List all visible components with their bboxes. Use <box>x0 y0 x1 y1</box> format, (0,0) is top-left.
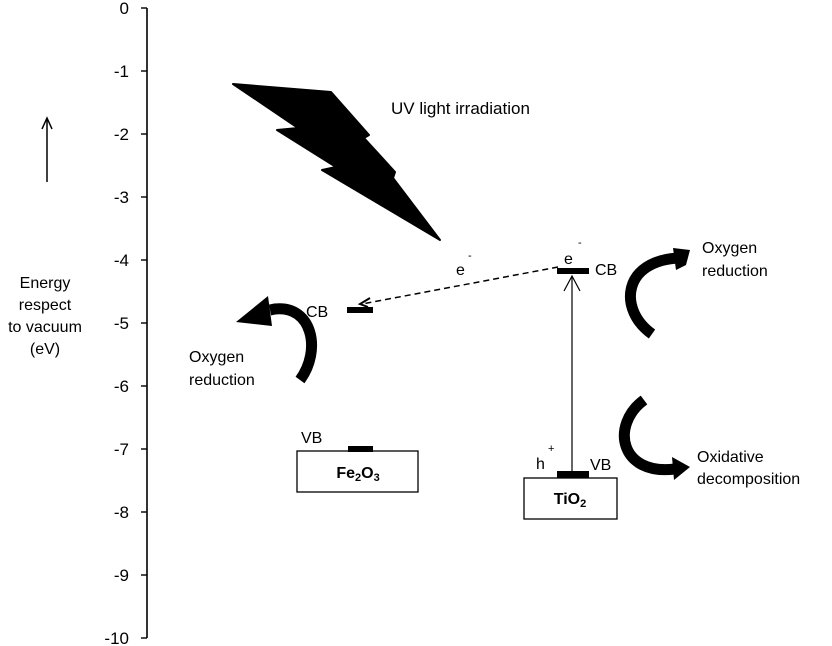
electron-label: e <box>456 262 465 279</box>
left-reduction-label: Oxygen <box>189 349 244 366</box>
axis-tick-label: -8 <box>114 503 129 522</box>
axis-label-line: Energy <box>20 275 71 292</box>
right-reduction-label: reduction <box>702 263 768 280</box>
tio2-vb-label: VB <box>590 457 611 474</box>
axis-label: Energy respect to vacuum (eV) <box>8 275 82 358</box>
hole-label: h <box>536 456 545 473</box>
tio2-name: TiO2 <box>554 491 587 510</box>
tio2-vb-level <box>557 471 589 478</box>
fe2o3-box <box>296 450 419 493</box>
energy-axis: 0 -1 -2 -3 -4 -5 -6 -7 -8 -9 -10 <box>104 0 148 646</box>
axis-label-line: respect <box>19 297 72 314</box>
axis-label-line: (eV) <box>30 341 60 358</box>
electron-superscript: - <box>468 250 472 262</box>
fe2o3-name: Fe2O3 <box>336 465 379 484</box>
up-arrow-icon <box>41 116 53 182</box>
fe2o3-cb-level <box>347 307 373 313</box>
excitation-arrow <box>563 274 581 471</box>
fe2o3-cb-label: CB <box>306 304 328 321</box>
left-reduction-label: reduction <box>189 372 255 389</box>
electron-superscript: - <box>578 237 582 249</box>
axis-tick-label: -4 <box>114 251 129 270</box>
axis-tick-label: -6 <box>114 377 129 396</box>
axis-tick-label: -1 <box>114 62 129 81</box>
oxidation-label: Oxidative <box>697 449 764 466</box>
tio2-box <box>523 477 618 520</box>
curved-arrow-icon <box>236 296 318 384</box>
axis-tick-label: -3 <box>114 188 129 207</box>
tio2-cb-level <box>557 268 589 274</box>
axis-tick-label: -2 <box>114 125 129 144</box>
axis-tick-label: -9 <box>114 566 129 585</box>
tio2-cb-label: CB <box>595 262 617 279</box>
hole-superscript: + <box>548 443 554 455</box>
uv-light-label: UV light irradiation <box>391 99 530 118</box>
fe2o3-vb-label: VB <box>301 430 322 447</box>
axis-tick-label: 0 <box>120 0 129 18</box>
right-reduction-label: Oxygen <box>702 240 757 257</box>
axis-tick-label: -7 <box>114 440 129 459</box>
oxidation-label: decomposition <box>697 471 800 488</box>
axis-tick-label: -10 <box>104 629 129 646</box>
axis-label-line: to vacuum <box>8 319 82 336</box>
lightning-bolt-icon <box>232 83 441 241</box>
axis-tick-label: -5 <box>114 314 129 333</box>
curved-arrow-icon <box>625 248 690 339</box>
fe2o3-vb-level <box>348 446 373 452</box>
curved-arrow-icon <box>618 395 690 480</box>
electron-transfer-arrow <box>357 266 559 308</box>
electron-label: e <box>564 251 573 268</box>
